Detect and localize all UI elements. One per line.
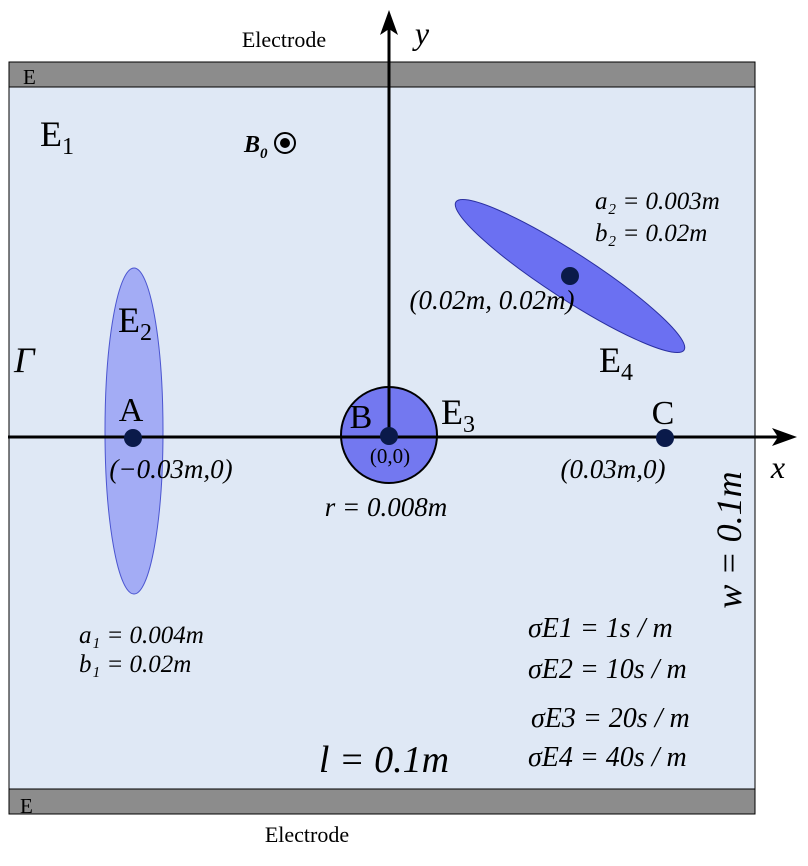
field-b0-label: B0 (243, 132, 268, 162)
point-c-marker (656, 429, 674, 447)
a1-label: a₁ = 0.004m (79, 622, 204, 649)
coord-a-label: (−0.03m,0) (109, 454, 232, 484)
sigma-e3-label: σE3 = 20s / m (531, 703, 690, 734)
point-a-marker (124, 429, 142, 447)
region-e1-label: E1 (40, 114, 74, 160)
point-c-label: C (652, 395, 675, 432)
electrode-top (8, 61, 756, 88)
sigma-e4-label: σE4 = 40s / m (528, 742, 687, 773)
coord-b-label: (0,0) (370, 444, 410, 468)
x-axis-label: x (770, 449, 785, 485)
y-axis-arrow (380, 10, 398, 35)
point-b-label: B (350, 399, 373, 436)
radius-label: r = 0.008m (325, 492, 447, 522)
field-out-of-page-icon (274, 132, 296, 154)
b2-label: b₂ = 0.02m (595, 220, 707, 247)
field-dot-icon (280, 138, 290, 148)
point-a-label: A (119, 392, 144, 429)
boundary-label: Γ (13, 340, 36, 380)
electrode-bottom-label: Electrode (265, 822, 349, 847)
x-axis-arrow (772, 428, 797, 446)
electrode-bottom-tag: E (20, 794, 33, 818)
coord-c-label: (0.03m,0) (561, 454, 666, 484)
region-e4-label: E4 (599, 340, 633, 386)
point-b-marker (380, 427, 398, 445)
length-label: l = 0.1m (319, 739, 449, 781)
electrode-top-label: Electrode (242, 27, 326, 52)
y-axis-label: y (412, 15, 430, 51)
electrode-top-tag: E (23, 65, 36, 89)
width-label: w = 0.1m (709, 471, 749, 608)
coord-e4-label: (0.02m, 0.02m) (410, 285, 575, 315)
point-e4-marker (561, 267, 579, 285)
b1-label: b₁ = 0.02m (79, 651, 191, 678)
electrode-bottom (8, 788, 756, 815)
a2-label: a₂ = 0.003m (595, 188, 720, 215)
region-e3-label: E3 (441, 392, 475, 438)
sigma-e2-label: σE2 = 10s / m (528, 654, 687, 685)
region-e2-label: E2 (118, 300, 152, 346)
sigma-e1-label: σE1 = 1s / m (528, 613, 673, 644)
